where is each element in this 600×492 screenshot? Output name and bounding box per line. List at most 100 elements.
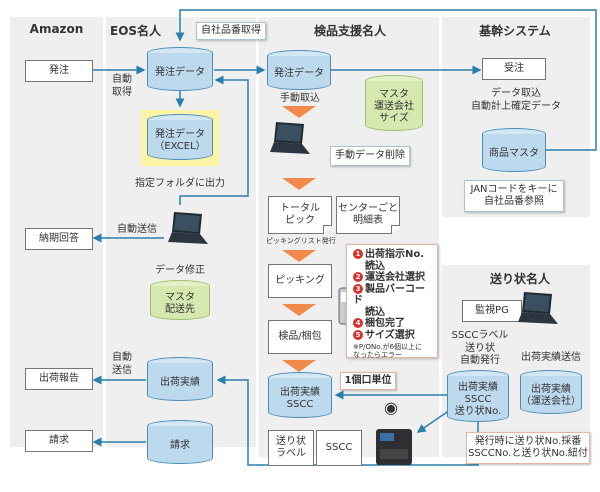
step-text: サイズ選択	[365, 329, 415, 341]
amazon-invoice-box: 請求	[25, 430, 93, 452]
label-printer-icon	[376, 429, 412, 465]
excel-line2: （EXCEL）	[154, 141, 206, 152]
eos-shipment-results-label: 出荷実績	[160, 377, 200, 388]
steps-note: ※P/ONo.が6個以上に なったらエラー	[353, 343, 423, 360]
step-text: 運送会社選択	[365, 272, 425, 283]
step-text: 製品バーコード	[353, 283, 425, 307]
step-text: 出荷指示No.	[365, 249, 425, 260]
eos-order-data-db: 発注データ	[147, 47, 213, 91]
km-line1: マスタ	[379, 89, 409, 100]
eos-order-data-label: 発注データ	[155, 67, 205, 78]
eos-master-label: マスタ配送先	[165, 292, 195, 316]
center-detail-doc: センターごと明細表	[336, 196, 400, 234]
lane-title-kikan: 基幹システム	[479, 24, 551, 38]
step-number: 5	[353, 329, 363, 340]
db2-line1: 出荷実績	[531, 384, 571, 395]
line-okurijo-to-printer	[416, 409, 451, 433]
kenpin-order-data-db: 発注データ	[267, 50, 331, 90]
chevron-1	[282, 106, 316, 118]
product-master-label: 商品マスタ	[489, 148, 539, 159]
step-text: 読込	[365, 260, 385, 272]
laptop-icon	[168, 212, 208, 244]
kikan-data-import-label: データ取込 自動計上確定データ	[471, 88, 561, 112]
swimlane-okurijo	[442, 265, 590, 457]
tp-line1: トータル	[280, 203, 320, 214]
kenpin-master-db: マスタ運送会社サイズ	[365, 75, 423, 131]
sscc-line1: 出荷実績	[280, 387, 320, 398]
amazon-order-box: 発注	[25, 60, 93, 82]
sscc-box: SSCC	[316, 430, 362, 466]
km-line3: サイズ	[379, 113, 409, 124]
inspect-pack-box: 検品/梱包	[268, 320, 332, 354]
km-line2: 運送会社	[374, 101, 414, 112]
eos-shipment-results-db: 出荷実績	[147, 357, 213, 401]
label-line2: ラベル	[276, 448, 306, 459]
tp-line2: ピック	[285, 215, 315, 226]
line-kikan-to-eos	[175, 9, 597, 151]
lane-title-kenpin: 検品支援名人	[313, 24, 386, 38]
eos-master-db: マスタ配送先	[150, 280, 210, 320]
kenpin-master-label: マスタ運送会社サイズ	[374, 89, 414, 125]
auto-send2-label: 自動 送信	[112, 352, 132, 376]
kenpin-order-data-label: 発注データ	[274, 68, 324, 79]
unit-callout: 1個口単位	[340, 372, 396, 390]
eos-excel-db: 発注データ（EXCEL）	[147, 114, 213, 160]
manual-delete-callout: 手動データ削除	[330, 146, 410, 166]
db1-line1: 出荷実績	[457, 382, 498, 393]
manual-import-label: 手動取込	[280, 93, 320, 104]
step-number: 3	[353, 283, 363, 294]
okurijo-results-send-label: 出荷実績送信	[521, 352, 581, 363]
eos-invoice-label: 請求	[170, 440, 190, 451]
step-number: 1	[353, 249, 363, 259]
db2-line2: （運送会社）	[521, 396, 581, 407]
total-pick-doc: トータルピック	[268, 196, 332, 234]
cd-line1: センターごと	[338, 203, 398, 214]
chevron-5	[282, 360, 316, 372]
db1-line2: SSCC	[464, 394, 492, 405]
kikan-product-master-db: 商品マスタ	[482, 128, 546, 172]
lane-title-amazon: Amazon	[29, 22, 84, 36]
chevron-3	[282, 250, 316, 262]
label-line1: 送り状	[276, 436, 306, 447]
excel-line1: 発注データ	[154, 129, 205, 140]
amazon-shipment-report-box: 出荷報告	[25, 368, 93, 390]
monitor-pg-box: 監視PG	[462, 300, 522, 322]
master-line2: 配送先	[165, 304, 195, 315]
step-text: 読込	[365, 306, 385, 318]
kikan-order-received-box: 受注	[482, 58, 546, 80]
laptop-icon-okurijo	[518, 292, 558, 324]
step-item: 読込	[353, 261, 431, 273]
db1-line3: 送り状No.	[454, 406, 502, 417]
eos-invoice-db: 請求	[147, 420, 213, 464]
laptop-icon-kenpin	[270, 122, 310, 154]
picklist-issue-label: ピッキングリスト発行	[266, 237, 336, 245]
lane-title-okurijo: 送り状名人	[489, 272, 550, 286]
amazon-delivery-reply-box: 納期回答	[25, 228, 93, 250]
eos-excel-label: 発注データ（EXCEL）	[154, 129, 205, 153]
lane-title-eos: EOS名人	[110, 24, 162, 38]
auto-fetch-label: 自動 取得	[112, 74, 132, 98]
chevron-4	[282, 304, 316, 316]
sscc-line2: SSCC	[286, 399, 314, 410]
okurijo-carrier-label: 出荷実績（運送会社）	[521, 384, 581, 408]
issue-callout: 発行時に送り状No.採番 SSCCNo.と送り状No.紐付	[466, 432, 590, 464]
jan-callout: JANコードをキーに 自社品番参照	[464, 180, 564, 212]
step-number: 4	[353, 318, 363, 328]
data-fix-label: データ修正	[155, 265, 205, 276]
step-text: 梱包完了	[365, 318, 405, 329]
master-line1: マスタ	[165, 292, 195, 303]
step-item: 読込	[353, 307, 431, 319]
eye-icon: ◉	[384, 398, 398, 417]
label-box: 送り状ラベル	[268, 430, 314, 466]
auto-send-label: 自動送信	[117, 224, 157, 235]
